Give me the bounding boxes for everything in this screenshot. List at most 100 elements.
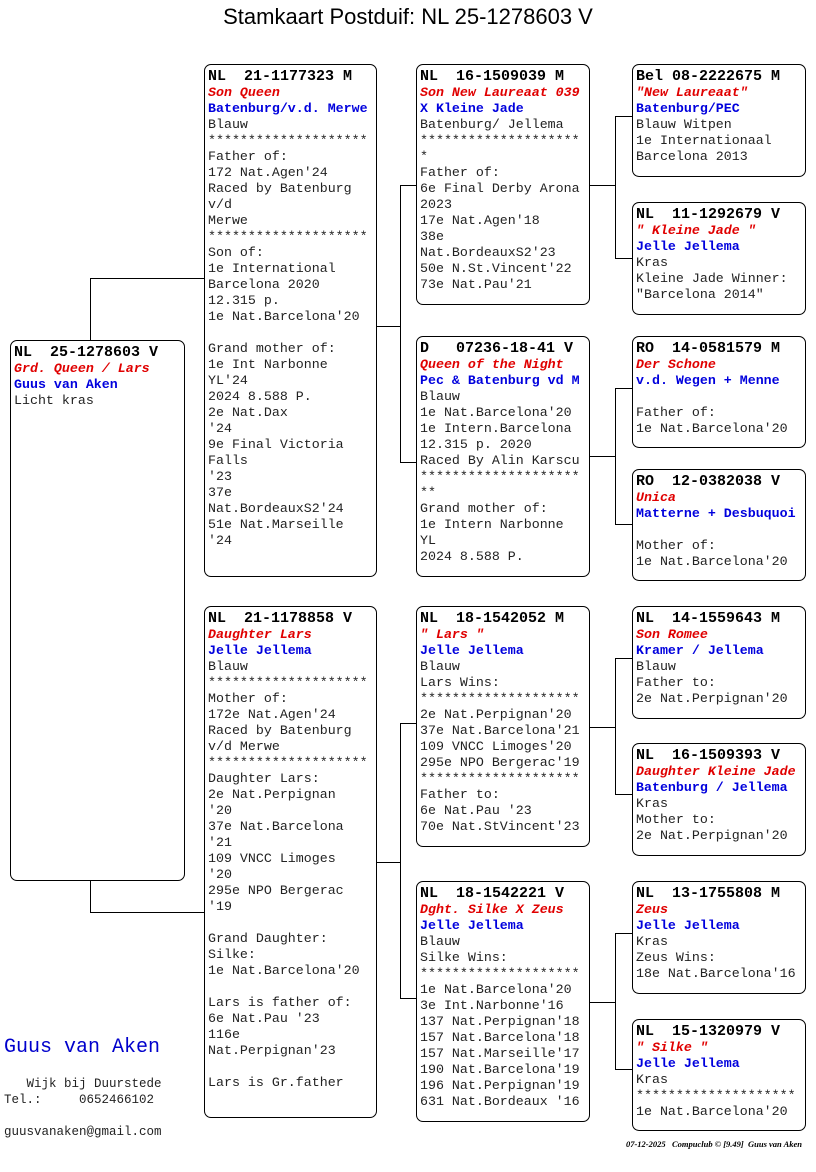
breeder-name: Batenburg/v.d. Merwe xyxy=(208,101,368,116)
info-line: ******************** xyxy=(208,133,368,148)
info-line: 6e Nat.Pau '23 xyxy=(420,803,532,818)
info-line: 295e NPO Bergerac'19 xyxy=(420,755,580,770)
connector xyxy=(90,278,204,279)
connector xyxy=(615,794,632,795)
info-line: 17e Nat.Agen'18 xyxy=(420,213,540,228)
info-line: 1e Nat.Barcelona'20 xyxy=(420,405,572,420)
connector xyxy=(615,524,632,525)
info-line xyxy=(636,522,802,538)
connector xyxy=(615,116,616,259)
info-line: 190 Nat.Barcelona'19 xyxy=(420,1062,580,1077)
connector xyxy=(589,727,616,728)
info-line: Father of: xyxy=(208,149,288,164)
breeder-name: Guus van Aken xyxy=(14,377,118,392)
info-line: 3e Int.Narbonne'16 xyxy=(420,998,564,1013)
info-line: '20 xyxy=(208,867,232,882)
breeder-name: Jelle Jellema xyxy=(420,918,524,933)
info-line: 1e Nat.Barcelona'20 xyxy=(636,1104,788,1119)
info-line: 2024 8.588 P. xyxy=(208,389,312,404)
info-line: 109 VNCC Limoges'20 xyxy=(420,739,572,754)
info-line: ******************** xyxy=(208,755,368,770)
info-line: Daughter Lars: xyxy=(208,771,320,786)
info-line: Grand Daughter: xyxy=(208,931,328,946)
ring-number: Bel 08-2222675 M xyxy=(636,68,781,85)
pigeon-name: "New Laureaat" xyxy=(636,85,748,100)
info-line: 1e Nat.Barcelona'20 xyxy=(208,963,360,978)
pigeon-card-ssd[interactable]: NL 11-1292679 V" Kleine Jade "Jelle Jell… xyxy=(632,202,806,315)
info-line: Mother to: xyxy=(636,812,716,827)
info-line xyxy=(208,915,373,931)
info-line: Blauw xyxy=(208,659,248,674)
pigeon-name: Daughter Kleine Jade xyxy=(636,764,796,779)
connector xyxy=(400,462,416,463)
info-line: Kleine Jade Winner: xyxy=(636,271,788,286)
info-line: 116e xyxy=(208,1027,240,1042)
ring-number: NL 21-1178858 V xyxy=(208,610,353,627)
info-line xyxy=(636,389,802,405)
ring-number: RO 14-0581579 M xyxy=(636,340,781,357)
info-line: Barcelona 2013 xyxy=(636,149,748,164)
info-line: 109 VNCC Limoges xyxy=(208,851,336,866)
info-line: Silke: xyxy=(208,947,256,962)
pigeon-card-sss[interactable]: Bel 08-2222675 M"New Laureaat"Batenburg/… xyxy=(632,64,806,177)
info-line: 137 Nat.Perpignan'18 xyxy=(420,1014,580,1029)
info-line: Grand mother of: xyxy=(208,341,336,356)
ring-number: NL 15-1320979 V xyxy=(636,1023,781,1040)
page-title: Stamkaart Postduif: NL 25-1278603 V xyxy=(223,4,593,29)
info-line: Father of: xyxy=(420,165,500,180)
info-line: 12.315 p. 2020 xyxy=(420,437,532,452)
connector xyxy=(400,998,416,999)
info-line: 12.315 p. xyxy=(208,293,280,308)
breeder-name: Batenburg/PEC xyxy=(636,101,740,116)
info-line: * xyxy=(420,149,428,164)
info-line: Blauw xyxy=(420,389,460,404)
info-line: '23 xyxy=(208,469,232,484)
info-line: ******************** xyxy=(420,966,580,981)
breeder-name: Jelle Jellema xyxy=(420,643,524,658)
pigeon-name: Son New Laureaat 039 xyxy=(420,85,580,100)
info-line: Raced by Batenburg xyxy=(208,723,352,738)
info-line: Lars is father of: xyxy=(208,995,352,1010)
pigeon-name: Daughter Lars xyxy=(208,627,312,642)
pigeon-name: Son Romee xyxy=(636,627,708,642)
connector xyxy=(90,880,91,912)
info-line: Silke Wins: xyxy=(420,950,508,965)
info-line: 1e Nat.Barcelona'20 xyxy=(636,421,788,436)
info-line: Licht kras xyxy=(14,393,94,408)
info-line: Blauw xyxy=(420,934,460,949)
info-line: '20 xyxy=(208,803,232,818)
connector xyxy=(615,933,632,934)
ring-number: RO 12-0382038 V xyxy=(636,473,781,490)
info-line: Nat.Perpignan'23 xyxy=(208,1043,336,1058)
info-line: Kras xyxy=(636,934,668,949)
info-line: Falls xyxy=(208,453,248,468)
connector xyxy=(400,185,401,463)
info-line: Nat.BordeauxS2'23 xyxy=(420,245,556,260)
ring-number: NL 14-1559643 M xyxy=(636,610,781,627)
info-line: 6e Final Derby Arona xyxy=(420,181,580,196)
connector xyxy=(90,912,204,913)
footer-credits: 07-12-2025 Compuclub © [9.49] Guus van A… xyxy=(625,1139,802,1149)
info-line: YL'24 xyxy=(208,373,248,388)
connector xyxy=(615,1069,632,1070)
ring-number: NL 25-1278603 V xyxy=(14,344,159,361)
connector xyxy=(400,723,416,724)
breeder-name: Jelle Jellema xyxy=(208,643,312,658)
info-line: v/d xyxy=(208,197,232,212)
connector xyxy=(589,1002,616,1003)
info-line: 1e Nat.Barcelona'20 xyxy=(208,309,360,324)
info-line xyxy=(208,1059,373,1075)
